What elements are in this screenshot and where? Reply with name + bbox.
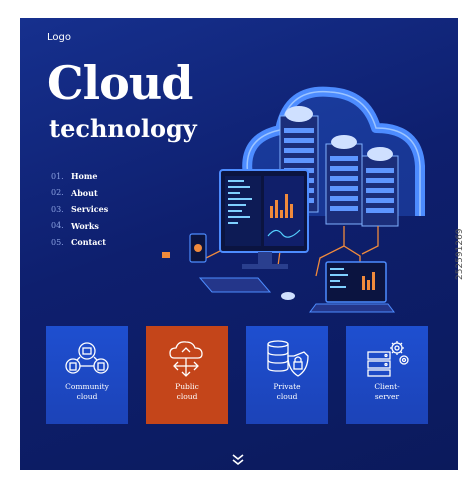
hero-title: Cloud xyxy=(47,56,193,110)
nav-number: 01. xyxy=(51,171,64,181)
hero-subtitle: technology xyxy=(49,114,197,143)
card-community-cloud[interactable]: Community cloud xyxy=(46,326,128,424)
nav-item-services[interactable]: 03. Services xyxy=(51,201,108,218)
landing-page: Logo Cloud technology 01. Home 02. About 0… xyxy=(20,18,458,470)
logo[interactable]: Logo xyxy=(47,32,71,43)
cloud-datacenter-illustration xyxy=(162,86,425,313)
card-label: Public cloud xyxy=(175,382,199,401)
desktop-monitor xyxy=(219,169,309,269)
community-network-icon xyxy=(65,342,109,374)
nav-label: Home xyxy=(71,171,98,182)
card-public-cloud[interactable]: Public cloud xyxy=(146,326,228,424)
smartphone xyxy=(189,233,207,263)
card-label: Community cloud xyxy=(65,382,109,401)
device-dongle xyxy=(162,252,170,258)
nav-number: 03. xyxy=(51,204,64,214)
mouse xyxy=(281,292,295,300)
nav-number: 04. xyxy=(51,221,64,231)
server-gears-icon xyxy=(367,341,409,377)
card-client-server[interactable]: Client- server xyxy=(346,326,428,424)
server-racks xyxy=(279,106,399,227)
double-chevron-down-icon[interactable] xyxy=(231,454,245,466)
card-private-cloud[interactable]: Private cloud xyxy=(246,326,328,424)
cloud-arrows-icon xyxy=(169,341,203,377)
nav-item-home[interactable]: 01. Home xyxy=(51,168,108,185)
main-nav: 01. Home 02. About 03. Services 04. Works 05… xyxy=(51,168,108,251)
nav-label: Works xyxy=(71,220,99,231)
card-label: Private cloud xyxy=(273,382,301,401)
laptop xyxy=(309,261,395,313)
service-cards: Community cloud Public cloud xyxy=(46,326,436,424)
nav-number: 05. xyxy=(51,237,64,247)
database-shield-icon xyxy=(267,340,309,377)
nav-item-about[interactable]: 02. About xyxy=(51,185,108,202)
nav-item-works[interactable]: 04. Works xyxy=(51,218,108,235)
nav-item-contact[interactable]: 05. Contact xyxy=(51,234,108,251)
nav-number: 02. xyxy=(51,188,64,198)
keyboard xyxy=(198,277,272,293)
nav-label: About xyxy=(71,187,98,198)
stock-id-watermark: 252591269 xyxy=(455,228,465,280)
card-label: Client- server xyxy=(374,382,400,401)
nav-label: Contact xyxy=(71,237,106,248)
nav-label: Services xyxy=(71,204,109,215)
